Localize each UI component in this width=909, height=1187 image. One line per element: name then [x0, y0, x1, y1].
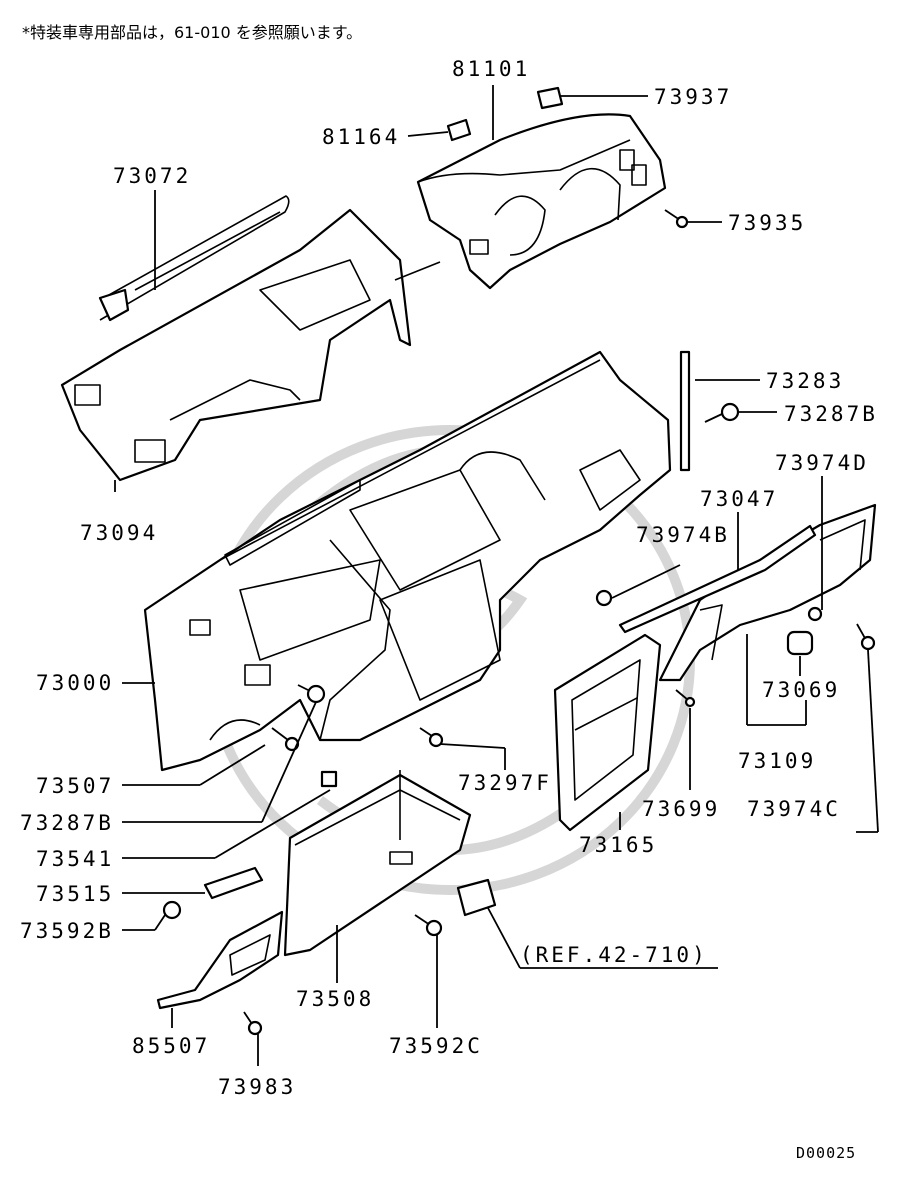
- label-73094: 73094: [80, 521, 158, 545]
- label-73287B-lower: 73287B: [20, 811, 114, 835]
- label-73109: 73109: [738, 749, 816, 773]
- label-ref-42-710: (REF.42-710): [520, 943, 708, 967]
- label-73592B: 73592B: [20, 919, 114, 943]
- switch-ref[interactable]: [456, 878, 497, 917]
- label-73069: 73069: [762, 678, 840, 702]
- part-labels: 81101 73937 81164 73935 73072 73094 7328…: [20, 57, 878, 1099]
- label-73699: 73699: [642, 797, 720, 821]
- clip-73937[interactable]: [536, 86, 564, 110]
- label-73507: 73507: [36, 774, 114, 798]
- upper-panel-73094[interactable]: [60, 195, 441, 482]
- hinge-73515[interactable]: [203, 866, 264, 900]
- label-73974B: 73974B: [636, 523, 730, 547]
- lower-cover-85507[interactable]: [156, 910, 284, 1010]
- stopper-73541[interactable]: [320, 770, 338, 788]
- label-73592C: 73592C: [389, 1034, 483, 1058]
- screw-73699[interactable]: [675, 689, 696, 708]
- label-85507: 85507: [132, 1034, 210, 1058]
- bumper-73592C[interactable]: [414, 914, 443, 937]
- clip-73287B-upper[interactable]: [704, 402, 740, 423]
- label-73541: 73541: [36, 847, 114, 871]
- screw-73983[interactable]: [243, 1011, 263, 1036]
- bumper-73592B[interactable]: [162, 900, 182, 920]
- defroster-grille-73072[interactable]: [98, 211, 281, 322]
- glove-box-73508[interactable]: [283, 770, 472, 957]
- label-73283: 73283: [766, 369, 844, 393]
- label-73287B-upper: 73287B: [784, 402, 878, 426]
- label-73000: 73000: [36, 671, 114, 695]
- clip-73974D[interactable]: [807, 606, 823, 622]
- label-73297F: 73297F: [458, 771, 552, 795]
- panel-strip-73047[interactable]: [618, 524, 817, 634]
- clip-73974B[interactable]: [595, 589, 613, 607]
- label-73072: 73072: [113, 164, 191, 188]
- drawing-code: D00025: [796, 1144, 856, 1162]
- label-73983: 73983: [218, 1075, 296, 1099]
- label-73515: 73515: [36, 882, 114, 906]
- instrument-panel-73000[interactable]: [143, 350, 672, 772]
- label-73935: 73935: [728, 211, 806, 235]
- label-73937: 73937: [654, 85, 732, 109]
- screw-73297F[interactable]: [419, 727, 444, 748]
- trim-81164[interactable]: [446, 118, 472, 142]
- bolt-73507[interactable]: [271, 727, 300, 752]
- label-81101: 81101: [452, 57, 530, 81]
- clip-73287B-lower[interactable]: [297, 684, 326, 704]
- center-bezel-73165[interactable]: [553, 633, 662, 832]
- leader-lines: [114, 85, 879, 1066]
- label-73165: 73165: [579, 833, 657, 857]
- meter-hood-81101[interactable]: [416, 113, 667, 290]
- clip-73974C[interactable]: [856, 623, 876, 651]
- label-73047: 73047: [700, 487, 778, 511]
- label-73508: 73508: [296, 987, 374, 1011]
- label-81164: 81164: [322, 125, 400, 149]
- label-73974D: 73974D: [775, 451, 869, 475]
- spring-73069[interactable]: [786, 630, 814, 656]
- seal-73283[interactable]: [679, 350, 691, 472]
- label-73974C: 73974C: [747, 797, 841, 821]
- special-parts-note: *特装車専用部品は，61-010 を参照願います。: [22, 23, 362, 42]
- screw-73935[interactable]: [664, 209, 689, 229]
